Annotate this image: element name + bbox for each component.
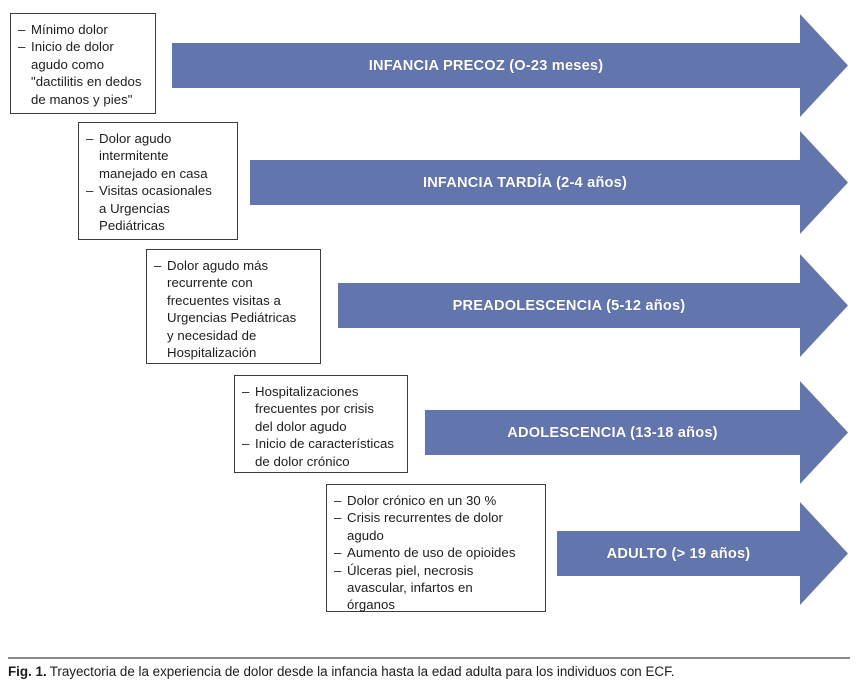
caption-divider [8, 657, 850, 659]
callout-adulto: Dolor crónico en un 30 % Crisis recurren… [326, 484, 546, 612]
list-item: Mínimo dolor [18, 21, 147, 39]
callout-adolescencia: Hospitalizaciones frecuentes por crisis … [234, 375, 408, 473]
list-item: Visitas ocasionales a Urgencias Pediátri… [86, 182, 229, 234]
arrow-infancia-precoz: INFANCIA PRECOZ (O-23 meses) [172, 14, 848, 117]
list-item: Dolor agudo intermitente manejado en cas… [86, 130, 229, 182]
figure-caption-text: Trayectoria de la experiencia de dolor d… [49, 664, 675, 679]
arrow-adolescencia: ADOLESCENCIA (13-18 años) [425, 381, 848, 484]
list-item: Dolor agudo más recurrente con frecuente… [154, 257, 312, 361]
callout-list: Dolor agudo más recurrente con frecuente… [154, 257, 312, 361]
list-item: Inicio de características de dolor cróni… [242, 435, 399, 470]
callout-infancia-precoz: Mínimo dolor Inicio de dolor agudo como … [10, 13, 156, 114]
arrow-preadolescencia: PREADOLESCENCIA (5-12 años) [338, 254, 848, 357]
arrow-adulto: ADULTO (> 19 años) [557, 502, 848, 605]
callout-preadolescencia: Dolor agudo más recurrente con frecuente… [146, 249, 321, 364]
list-item: Úlceras piel, necrosis avascular, infart… [334, 562, 537, 614]
callout-list: Dolor crónico en un 30 % Crisis recurren… [334, 492, 537, 614]
callout-infancia-tardia: Dolor agudo intermitente manejado en cas… [78, 122, 238, 240]
figure-caption: Fig. 1.Trayectoria de la experiencia de … [8, 663, 853, 681]
figure-number: Fig. 1. [8, 664, 47, 679]
callout-list: Hospitalizaciones frecuentes por crisis … [242, 383, 399, 470]
list-item: Aumento de uso de opioides [334, 544, 537, 562]
list-item: Inicio de dolor agudo como "dactilitis e… [18, 38, 147, 108]
callout-list: Mínimo dolor Inicio de dolor agudo como … [18, 21, 147, 108]
list-item: Crisis recurrentes de dolor agudo [334, 509, 537, 544]
list-item: Dolor crónico en un 30 % [334, 492, 537, 510]
list-item: Hospitalizaciones frecuentes por crisis … [242, 383, 399, 435]
arrow-infancia-tardia: INFANCIA TARDÍA (2-4 años) [250, 131, 848, 234]
callout-list: Dolor agudo intermitente manejado en cas… [86, 130, 229, 234]
